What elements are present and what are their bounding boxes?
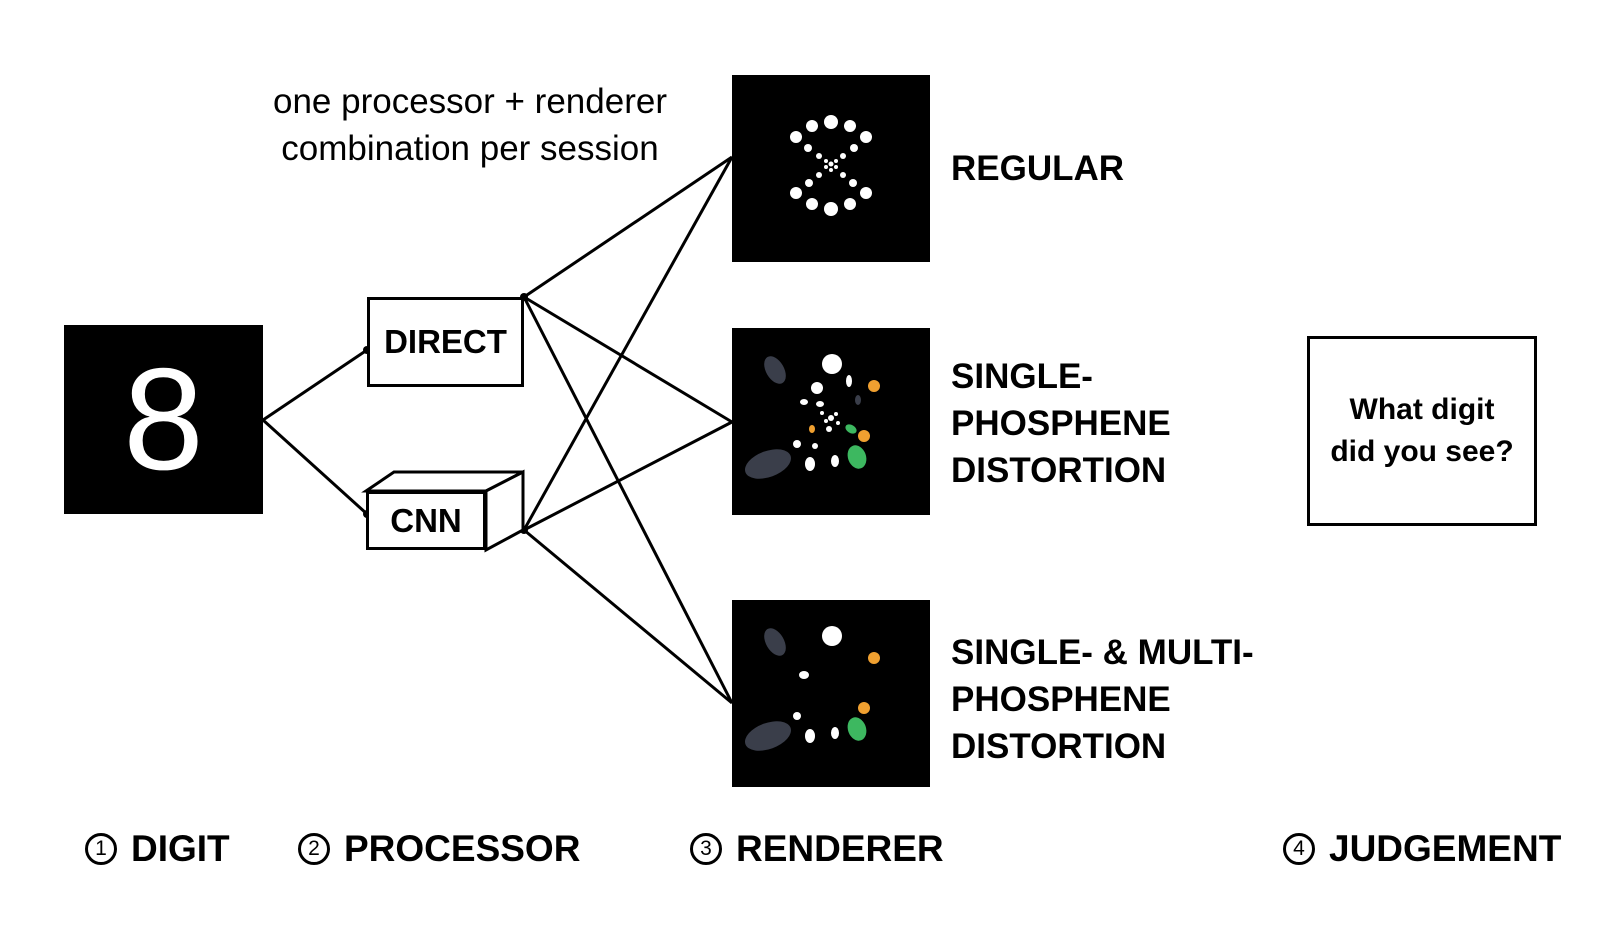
stage-number-4: 4 (1283, 833, 1315, 865)
renderer-multi-label: SINGLE- & MULTI- PHOSPHENE DISTORTION (951, 629, 1254, 770)
renderer-single-label: SINGLE- PHOSPHENE DISTORTION (951, 353, 1171, 494)
session-note: one processor + renderer combination per… (230, 78, 710, 172)
session-note-line1: one processor + renderer (273, 82, 667, 121)
phosphene-multi-distortion-image (745, 626, 880, 751)
renderer-single-line1: SINGLE- (951, 357, 1093, 396)
stage-renderer: 3 RENDERER (690, 828, 944, 870)
stage-processor: 2 PROCESSOR (298, 828, 580, 870)
phosphene-single-distortion-image (745, 354, 880, 479)
renderer-single-distortion-tile (732, 328, 930, 515)
digit-tile: 8 (64, 325, 263, 514)
processor-direct-label: DIRECT (384, 323, 507, 360)
renderer-multi-distortion-tile (732, 600, 930, 787)
renderer-regular-line: REGULAR (951, 149, 1125, 188)
digit-value: 8 (123, 338, 204, 500)
session-note-line2: combination per session (281, 129, 659, 168)
processor-cnn-label: CNN (390, 501, 462, 539)
processor-cnn: CNN (366, 491, 486, 550)
renderer-regular-label: REGULAR (951, 145, 1124, 192)
processor-direct: DIRECT (367, 297, 524, 387)
wire-direct-regular (523, 155, 733, 299)
stage-number-3: 3 (690, 833, 722, 865)
judgement-line2: did you see? (1330, 435, 1514, 468)
wire-cnn-multi (523, 528, 733, 705)
wire-digit-direct (262, 348, 368, 422)
stage-label-processor: PROCESSOR (344, 828, 581, 869)
stage-number-1: 1 (85, 833, 117, 865)
renderer-multi-line1: SINGLE- & MULTI- (951, 633, 1254, 672)
stage-digit: 1 DIGIT (85, 828, 230, 870)
stage-label-judgement: JUDGEMENT (1329, 828, 1562, 869)
judgement-line1: What digit (1349, 393, 1495, 426)
judgement-box: What digit did you see? (1307, 336, 1537, 526)
wire-direct-single (523, 295, 733, 424)
renderer-single-line3: DISTORTION (951, 451, 1167, 490)
stage-label-digit: DIGIT (131, 828, 230, 869)
wire-digit-cnn (261, 418, 369, 516)
renderer-regular-tile (732, 75, 930, 262)
stage-number-2: 2 (298, 833, 330, 865)
renderer-multi-line3: DISTORTION (951, 727, 1167, 766)
cnn-box-3d-faces (361, 469, 525, 553)
wire-direct-multi (522, 296, 734, 704)
phosphene-regular-image (790, 115, 872, 216)
renderer-single-line2: PHOSPHENE (951, 404, 1171, 443)
stage-judgement: 4 JUDGEMENT (1283, 828, 1561, 870)
wire-cnn-regular (522, 156, 734, 531)
renderer-multi-line2: PHOSPHENE (951, 680, 1171, 719)
stage-label-renderer: RENDERER (736, 828, 944, 869)
wire-cnn-single (523, 420, 733, 532)
